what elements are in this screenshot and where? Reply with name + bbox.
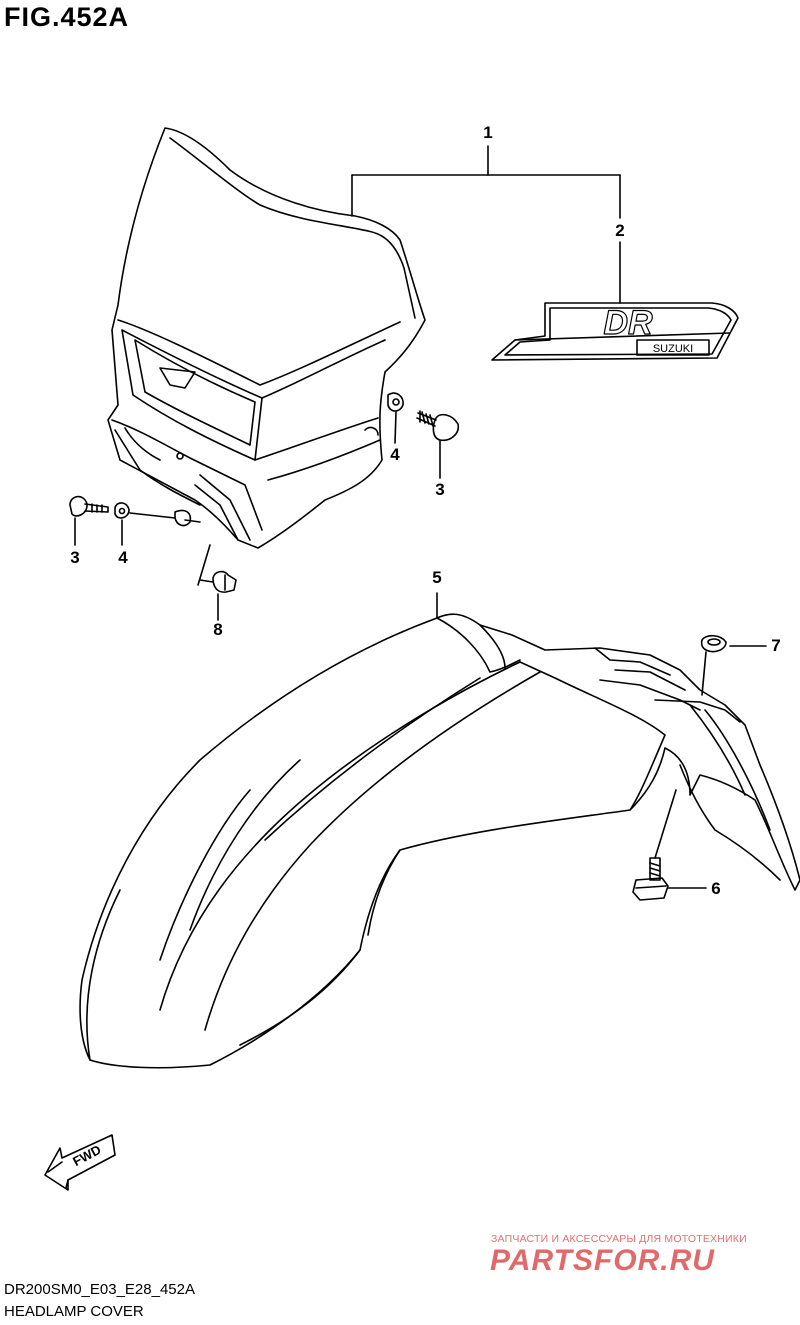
- fwd-arrow: [44, 1134, 116, 1191]
- front-fender: [79, 613, 800, 1069]
- callout-7: 7: [771, 636, 781, 655]
- decal-logo-text: DR: [603, 304, 653, 342]
- watermark-tagline: ЗАПЧАСТИ И АКСЕССУАРЫ ДЛЯ МОТОТЕХНИКИ: [491, 1233, 747, 1245]
- callout-1-bracket: [351, 145, 621, 304]
- fig-title: FIG.452A: [4, 2, 130, 32]
- callout-1: 1: [483, 123, 493, 142]
- headlamp-cover: [107, 127, 426, 549]
- callout-8: 8: [213, 620, 223, 639]
- callout-3-left: 3: [70, 548, 80, 567]
- washer-7: [700, 634, 727, 653]
- callout-4-right: 4: [390, 445, 400, 464]
- left-screw: [69, 495, 109, 517]
- right-washer: [387, 392, 404, 412]
- left-washer: [114, 502, 130, 519]
- dr-decal: [491, 302, 739, 361]
- figure-code: DR200SM0_E03_E28_452A: [4, 1281, 195, 1298]
- callout-2: 2: [615, 221, 625, 240]
- callout-6: 6: [711, 879, 721, 898]
- callout-4-left: 4: [118, 548, 128, 567]
- callout-3-right: 3: [435, 480, 445, 499]
- callout-5: 5: [432, 568, 442, 587]
- grommet-8: [212, 570, 237, 593]
- watermark-logo: PARTSFOR.RU: [490, 1244, 715, 1277]
- bolt-6: [632, 857, 669, 901]
- right-screw: [416, 410, 460, 442]
- figure-name: HEADLAMP COVER: [4, 1303, 144, 1320]
- decal-brand-text: SUZUKI: [653, 343, 693, 355]
